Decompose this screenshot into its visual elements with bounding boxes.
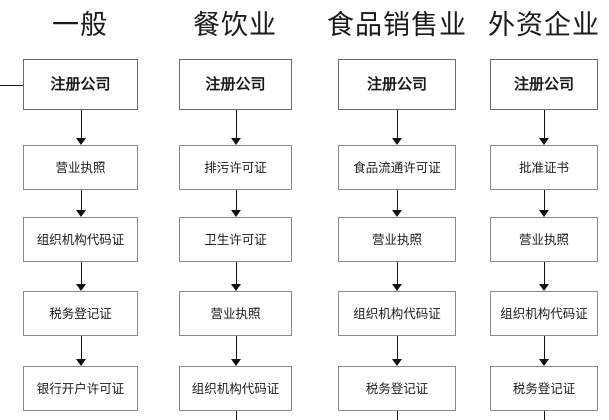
- arrowhead-food-sales-3: [392, 210, 402, 217]
- arrowhead-catering-2: [230, 138, 241, 145]
- process-node-foreign-invested-3: 营业执照: [490, 217, 598, 262]
- process-node-catering-1: 注册公司: [179, 59, 292, 110]
- arrow-connector-catering-1-to-2: [235, 110, 237, 140]
- column-title-food-sales: 食品销售业: [327, 10, 467, 40]
- arrowhead-general-4: [75, 284, 86, 291]
- arrow-connector-general-2-to-3: [80, 190, 82, 212]
- process-node-foreign-invested-2: 批准证书: [490, 145, 598, 190]
- process-node-catering-3: 卫生许可证: [179, 217, 292, 262]
- column-title-foreign-invested: 外资企业: [488, 10, 600, 40]
- process-node-food-sales-4: 组织机构代码证: [338, 291, 456, 336]
- arrow-connector-food-sales-continues: [397, 411, 398, 420]
- process-node-food-sales-1: 注册公司: [338, 59, 456, 110]
- arrow-connector-foreign-invested-3-to-4: [544, 262, 545, 286]
- process-node-catering-2: 排污许可证: [179, 145, 292, 190]
- arrow-connector-catering-3-to-4: [235, 262, 237, 286]
- arrowhead-catering-3: [230, 210, 241, 217]
- process-node-general-1: 注册公司: [23, 59, 138, 110]
- process-node-general-3: 组织机构代码证: [23, 217, 138, 262]
- arrow-connector-food-sales-4-to-5: [397, 336, 398, 361]
- arrowhead-foreign-invested-3: [539, 210, 549, 217]
- process-node-food-sales-2: 食品流通许可证: [338, 145, 456, 190]
- column-title-catering: 餐饮业: [193, 10, 277, 40]
- process-node-general-5: 银行开户许可证: [23, 366, 138, 411]
- process-node-general-4: 税务登记证: [23, 291, 138, 336]
- arrowhead-catering-5: [230, 359, 241, 366]
- arrowhead-foreign-invested-5: [539, 359, 549, 366]
- entry-connector-general: [0, 84, 23, 86]
- arrowhead-food-sales-5: [392, 359, 402, 366]
- column-title-general: 一般: [52, 10, 108, 40]
- arrowhead-food-sales-2: [392, 138, 402, 145]
- arrow-connector-general-4-to-5: [80, 336, 82, 361]
- arrowhead-general-3: [75, 210, 86, 217]
- arrow-connector-food-sales-3-to-4: [397, 262, 398, 286]
- arrow-connector-general-1-to-2: [80, 110, 82, 140]
- process-node-foreign-invested-4: 组织机构代码证: [490, 291, 598, 336]
- arrowhead-general-5: [75, 359, 86, 366]
- arrowhead-general-2: [75, 138, 86, 145]
- arrow-connector-general-3-to-4: [80, 262, 82, 286]
- process-node-food-sales-3: 营业执照: [338, 217, 456, 262]
- arrow-connector-foreign-invested-4-to-5: [544, 336, 545, 361]
- process-node-catering-4: 营业执照: [179, 291, 292, 336]
- arrow-connector-catering-4-to-5: [235, 336, 237, 361]
- arrow-connector-foreign-invested-continues: [544, 411, 545, 420]
- arrow-connector-catering-continues: [235, 411, 237, 420]
- process-node-foreign-invested-1: 注册公司: [490, 59, 598, 110]
- arrowhead-food-sales-4: [392, 284, 402, 291]
- process-node-food-sales-5: 税务登记证: [338, 366, 456, 411]
- arrow-connector-food-sales-1-to-2: [397, 110, 398, 140]
- arrowhead-catering-4: [230, 284, 241, 291]
- arrow-connector-food-sales-2-to-3: [397, 190, 398, 212]
- arrowhead-foreign-invested-4: [539, 284, 549, 291]
- process-node-catering-5: 组织机构代码证: [179, 366, 292, 411]
- arrow-connector-foreign-invested-1-to-2: [544, 110, 545, 140]
- process-node-foreign-invested-5: 税务登记证: [490, 366, 598, 411]
- arrow-connector-foreign-invested-2-to-3: [544, 190, 545, 212]
- arrowhead-foreign-invested-2: [539, 138, 549, 145]
- process-node-general-2: 营业执照: [23, 145, 138, 190]
- arrow-connector-catering-2-to-3: [235, 190, 237, 212]
